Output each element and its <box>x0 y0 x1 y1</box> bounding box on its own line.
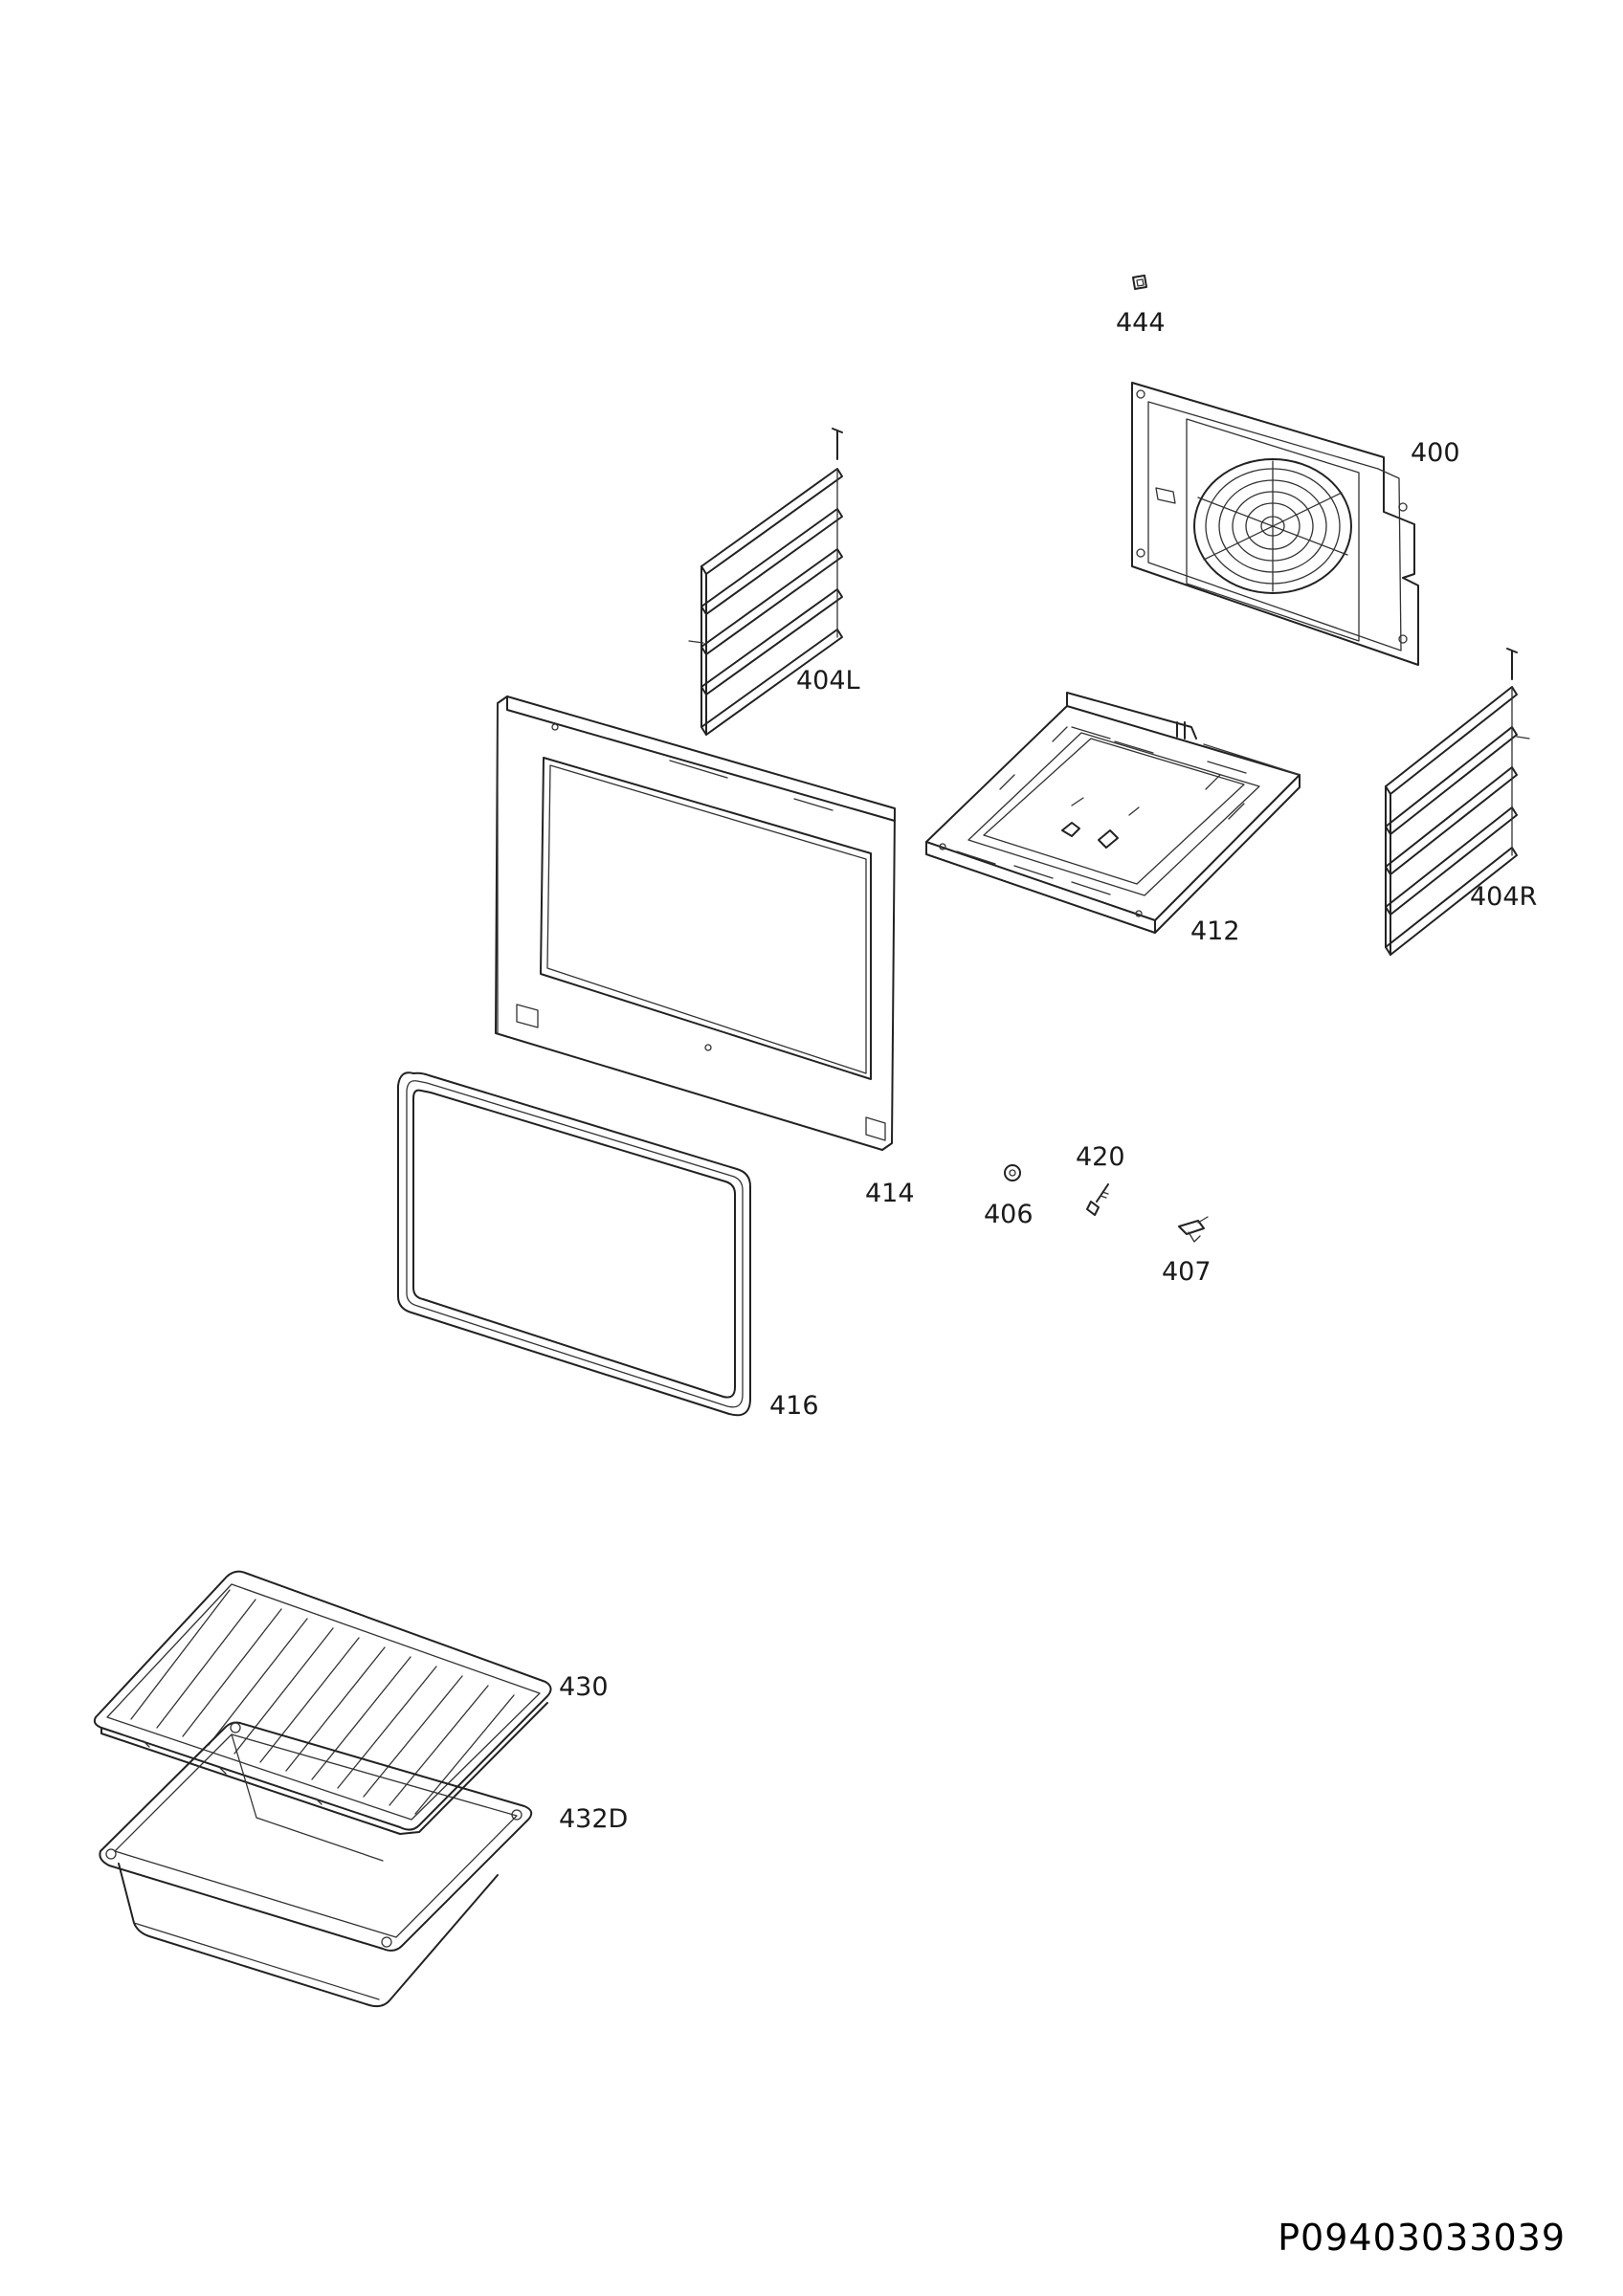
part-406-nut[interactable] <box>1004 1164 1021 1181</box>
part-414-front-frame[interactable] <box>495 695 896 1151</box>
part-430-wire-rack[interactable] <box>93 1570 552 1835</box>
label-432D: 432D <box>559 1804 628 1834</box>
part-416-door-seal[interactable] <box>397 1071 751 1417</box>
label-412: 412 <box>1190 916 1240 946</box>
label-420: 420 <box>1076 1142 1125 1172</box>
label-430: 430 <box>559 1672 609 1702</box>
document-code: P09403033039 <box>1278 2217 1566 2259</box>
part-404R-right-shelf-rails[interactable] <box>1385 648 1530 956</box>
label-414: 414 <box>865 1179 915 1208</box>
label-416: 416 <box>769 1391 819 1421</box>
part-407-clip[interactable] <box>1178 1216 1209 1243</box>
part-400-rear-panel[interactable] <box>1131 382 1419 666</box>
part-432D-baking-tray[interactable] <box>99 1721 533 2008</box>
label-444: 444 <box>1116 308 1166 338</box>
label-404R: 404R <box>1470 882 1537 912</box>
label-404L: 404L <box>796 666 860 695</box>
part-444-clip[interactable] <box>1132 275 1147 290</box>
part-404L-left-shelf-rails[interactable] <box>688 428 843 736</box>
label-400: 400 <box>1411 438 1460 468</box>
part-412-bottom-frame[interactable] <box>925 692 1301 934</box>
label-407: 407 <box>1162 1257 1212 1287</box>
label-406: 406 <box>984 1200 1034 1229</box>
part-420-screw[interactable] <box>1086 1183 1109 1216</box>
